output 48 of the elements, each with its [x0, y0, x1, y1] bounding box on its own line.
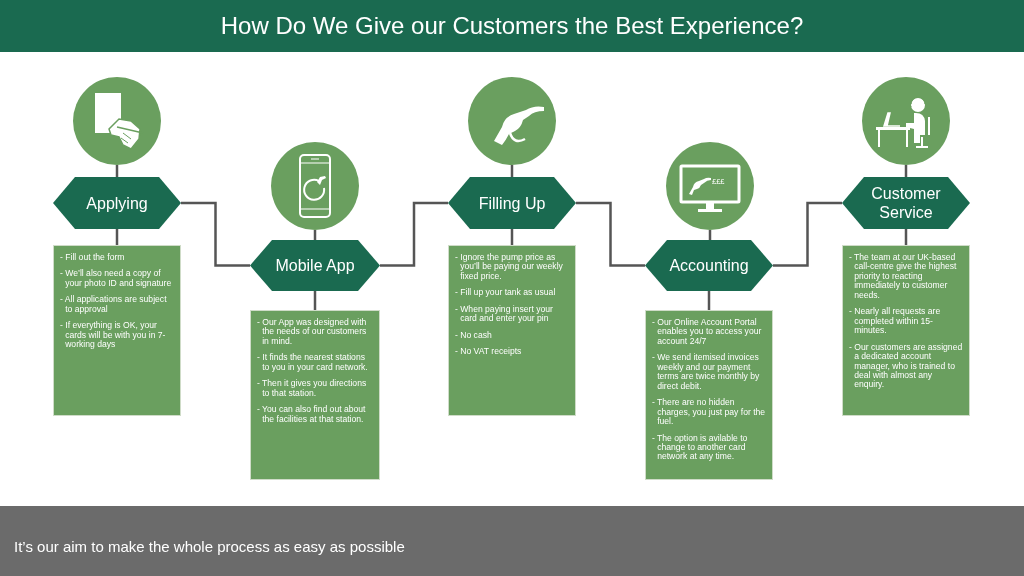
- caption: It’s our aim to make the whole process as easy as possible: [14, 538, 405, 556]
- info-card: [842, 245, 970, 416]
- info-card: [53, 245, 181, 416]
- bullet-text: - Nearly all requests are completed within 15-minutes.: [849, 307, 942, 336]
- step-title: Mobile App: [275, 256, 355, 275]
- bullet-text: - When paying insert your card and enter your pin: [455, 304, 554, 324]
- bullet-text: - Our Online Account Portal enables you to access your account 24/7: [652, 318, 763, 347]
- bullet-text: - You can also find out about the facilities at that station.: [257, 405, 367, 425]
- step-hexagon: [448, 177, 576, 229]
- bullet-text: - We’ll also need a copy of your photo ID and signature: [60, 269, 173, 289]
- connector-line: [313, 291, 317, 310]
- bullet-text: - It finds the nearest stations to you in your card network.: [257, 353, 369, 373]
- bullet-text: - If everything is OK, your cards will be with you in 7-working days: [60, 321, 167, 350]
- bullet-text: - Fill up your tank as usual: [455, 288, 557, 298]
- bullet-text: - Fill out the form: [60, 253, 126, 263]
- bullet-text: - No cash: [455, 330, 493, 341]
- info-card: [448, 245, 576, 416]
- bullet-text: - There are no hidden charges, you just pay for the fuel.: [652, 398, 767, 427]
- bullet-text: - The option is avilable to change to another card network at any time.: [652, 433, 749, 462]
- step-title: Accounting: [669, 256, 749, 275]
- bullet-text: - We send itemised invoices weekly and our payment terms are twice monthly by direct debit.: [652, 353, 761, 392]
- connector-line: [380, 201, 448, 267]
- step-hexagon: [842, 177, 970, 229]
- step-hexagon: [645, 240, 773, 291]
- info-card: [645, 310, 773, 480]
- form-with-hand-icon: [73, 77, 161, 165]
- bullet-text: - No VAT receipts: [455, 347, 523, 357]
- bullet-text: - Then it gives you directions to that station.: [257, 379, 368, 399]
- connector-line: [181, 201, 250, 267]
- person-at-desk-icon: [862, 77, 950, 165]
- step-title: Customer Service: [870, 184, 942, 222]
- step-title: Applying: [86, 193, 148, 213]
- title: How Do We Give our Customers the Best Experience?: [220, 12, 804, 40]
- smartphone-icon: [271, 142, 359, 230]
- bullet-text: - The team at our UK-based call-centre give the highest priority to reacting immediately to customer needs.: [849, 253, 958, 301]
- bullet-text: - Our App was designed with the needs of our customers in mind.: [257, 318, 368, 347]
- monitor-icon: [666, 142, 754, 230]
- bullet-text: - Our customers are assigned a dedicated account manager, who is trained to deal with almost any enquiry.: [849, 342, 964, 390]
- step-hexagon: [250, 240, 380, 291]
- connector-line: [576, 201, 645, 267]
- connector-line: [773, 201, 842, 267]
- bullet-text: - Ignore the pump price as you’ll be paying our weekly fixed price.: [455, 253, 564, 282]
- info-card: [250, 310, 380, 480]
- fuel-nozzle-icon: [468, 77, 556, 165]
- step-title: Filling Up: [478, 193, 546, 213]
- bullet-text: - All applications are subject to approval: [60, 295, 168, 315]
- step-hexagon: [53, 177, 181, 229]
- connector-line: [707, 291, 711, 310]
